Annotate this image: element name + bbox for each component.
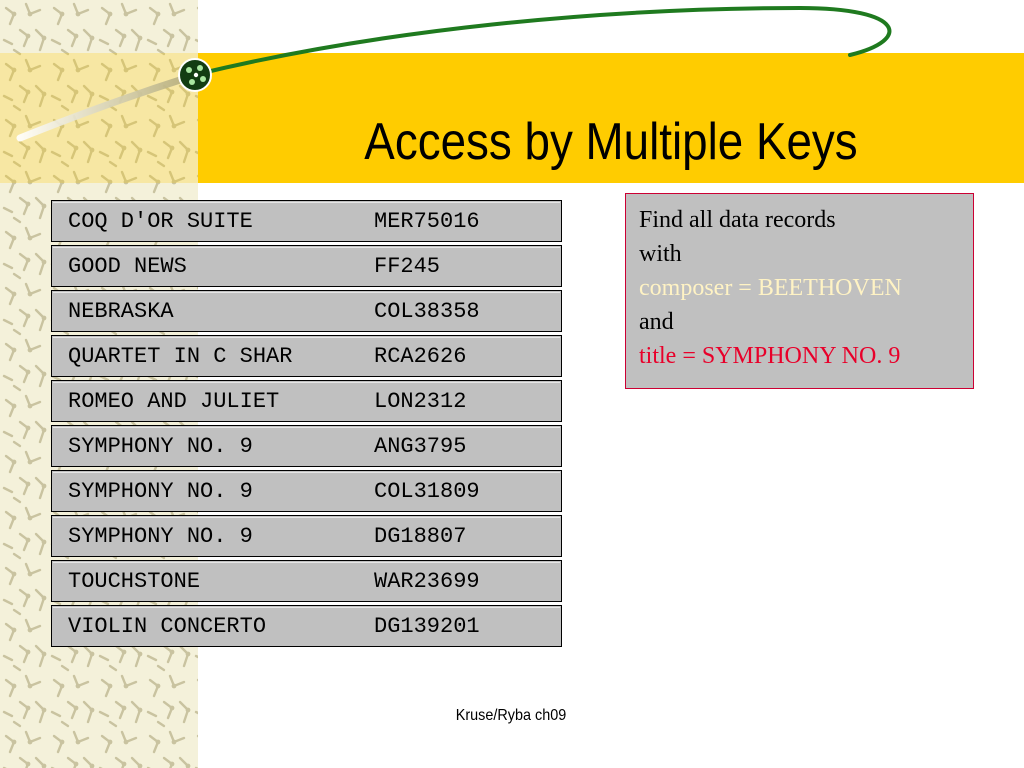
query-condition-composer: composer = BEETHOVEN (639, 275, 902, 301)
record-key: DG139201 (374, 614, 480, 639)
title-band-fade (0, 53, 198, 183)
record-key: ANG3795 (374, 434, 467, 459)
record-row: VIOLIN CONCERTO DG139201 (51, 605, 562, 647)
record-title: SYMPHONY NO. 9 (68, 524, 253, 549)
record-title: TOUCHSTONE (68, 569, 201, 594)
record-key: DG18807 (374, 524, 467, 549)
record-key: LON2312 (374, 389, 467, 414)
query-line-with: with (639, 241, 682, 267)
record-key: RCA2626 (374, 344, 467, 369)
slide-title: Access by Multiple Keys (364, 113, 858, 171)
record-row: QUARTET IN C SHAR RCA2626 (51, 335, 562, 377)
record-row: SYMPHONY NO. 9 ANG3795 (51, 425, 562, 467)
record-key: COL38358 (374, 299, 480, 324)
swoosh-decoration-icon (16, 5, 892, 142)
record-title: VIOLIN CONCERTO (68, 614, 267, 639)
record-row: ROMEO AND JULIET LON2312 (51, 380, 562, 422)
record-title: NEBRASKA (68, 299, 174, 324)
record-title: QUARTET IN C SHAR (68, 344, 293, 369)
record-key: COL31809 (374, 479, 480, 504)
record-row: SYMPHONY NO. 9 DG18807 (51, 515, 562, 557)
query-line-intro: Find all data records (639, 207, 836, 233)
record-row: SYMPHONY NO. 9 COL31809 (51, 470, 562, 512)
record-title: ROMEO AND JULIET (68, 389, 280, 414)
query-condition-title: title = SYMPHONY NO. 9 (639, 343, 901, 369)
record-row: COQ D'OR SUITE MER75016 (51, 200, 562, 242)
query-line-and: and (639, 309, 674, 335)
record-title: GOOD NEWS (68, 254, 187, 279)
record-key: WAR23699 (374, 569, 480, 594)
query-box: Find all data records with composer = BE… (625, 193, 974, 389)
record-list: COQ D'OR SUITE MER75016 GOOD NEWS FF245 … (51, 200, 562, 650)
record-row: NEBRASKA COL38358 (51, 290, 562, 332)
title-band (198, 53, 1024, 183)
record-title: COQ D'OR SUITE (68, 209, 253, 234)
record-key: FF245 (374, 254, 441, 279)
record-title: SYMPHONY NO. 9 (68, 434, 253, 459)
record-title: SYMPHONY NO. 9 (68, 479, 253, 504)
slide-footer: Kruse/Ryba ch09 (455, 707, 567, 724)
orb-icon (178, 58, 212, 92)
record-row: TOUCHSTONE WAR23699 (51, 560, 562, 602)
record-row: GOOD NEWS FF245 (51, 245, 562, 287)
record-key: MER75016 (374, 209, 480, 234)
